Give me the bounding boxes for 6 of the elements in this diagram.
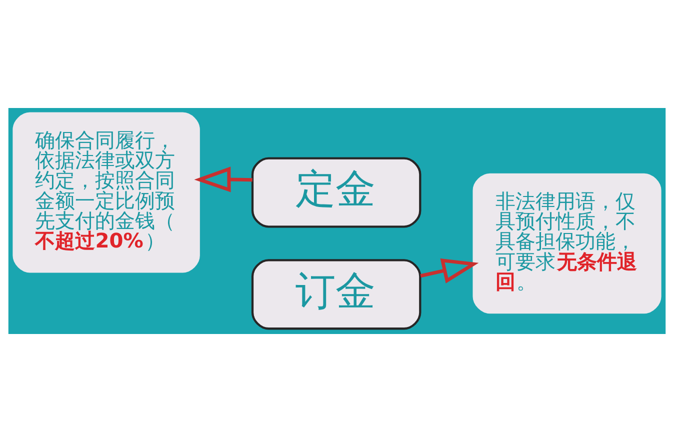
node-box: 订金 xyxy=(251,259,422,330)
node-box: 确保合同履行，依据法律或双方约定，按照合同金额一定比例预先支付的金钱（不超过20%） xyxy=(12,112,200,273)
arrow xyxy=(194,166,252,192)
node-box: 非法律用语，仅具预付性质，不具备担保功能，可要求无条件退回。 xyxy=(472,173,662,314)
arrow xyxy=(420,258,479,284)
node-box: 定金 xyxy=(251,157,422,228)
